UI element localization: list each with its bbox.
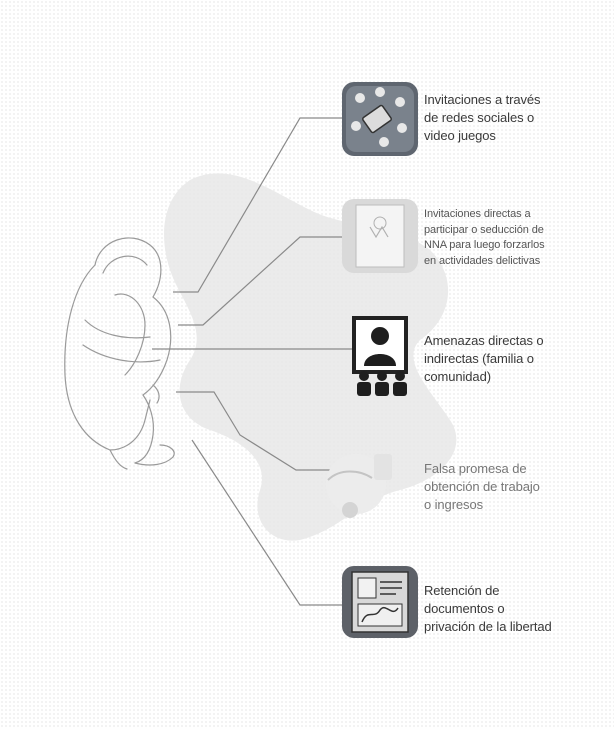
label-line: comunidad) [424,369,491,384]
retained-documents-icon [340,560,420,642]
threat-people-icon [348,316,428,398]
label-direct-invitations: Invitaciones directas a participar o sed… [424,207,545,269]
job-promise-icon [320,440,400,522]
label-threats: Amenazas directas o indirectas (familia … [424,332,544,386]
label-social-network-invitations: Invitaciones a través de redes sociales … [424,91,541,145]
label-line: Falsa promesa de [424,461,527,476]
label-line: Invitaciones directas a [424,208,531,220]
label-line: video juegos [424,128,496,143]
label-line: documentos o [424,601,505,616]
document-invitation-icon [340,195,420,277]
label-line: NNA para luego forzarlos [424,239,545,251]
label-line: en actividades delictivas [424,254,541,267]
label-line: Amenazas directas o [424,333,544,348]
label-line: participar o seducción de [424,223,544,236]
social-network-devices-icon [340,78,420,160]
label-line: o ingresos [424,497,483,512]
label-false-job-promise: Falsa promesa de obtención de trabajo o … [424,460,540,514]
label-retained-documents: Retención de documentos o privación de l… [424,582,552,636]
label-line: privación de la libertad [424,619,552,634]
label-line: obtención de trabajo [424,479,540,494]
child-figure-illustration [64,237,175,470]
label-line: indirectas (familia o [424,351,534,366]
label-line: de redes sociales o [424,110,535,125]
label-line: Retención de [424,583,500,598]
label-line: Invitaciones a través [424,92,541,107]
